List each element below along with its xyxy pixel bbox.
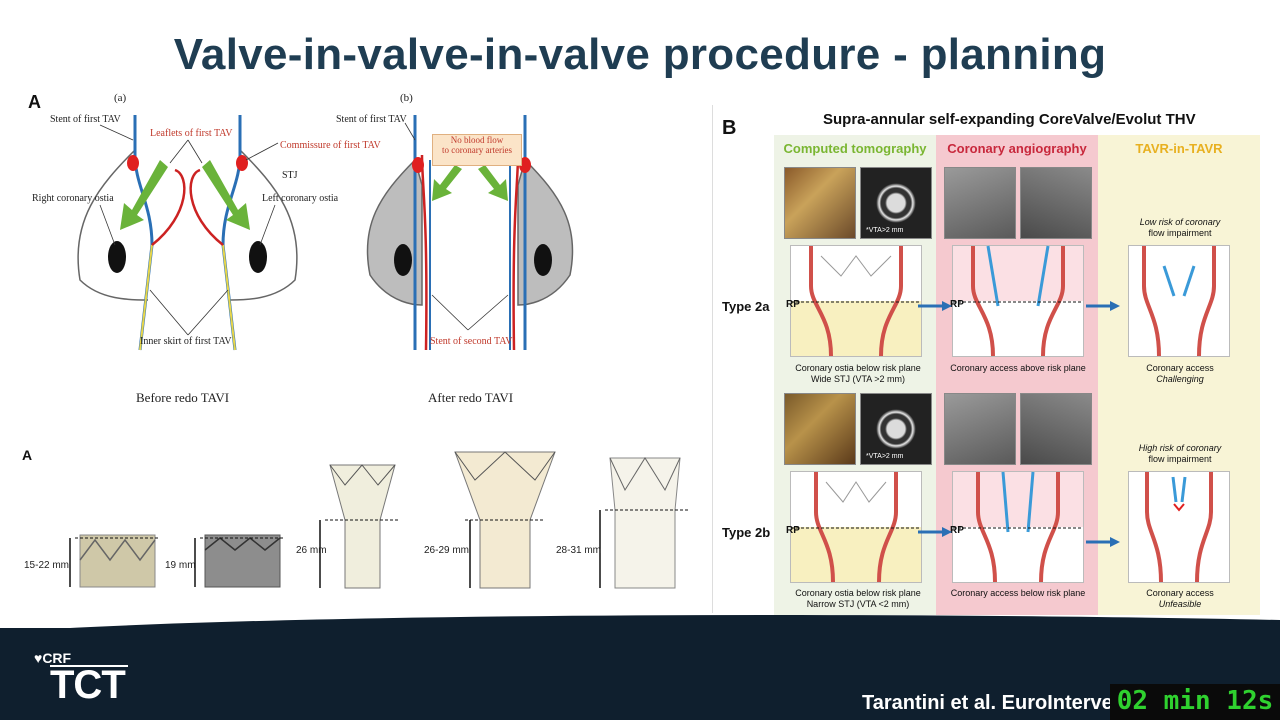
vta-label-2: *VTA>2 mm <box>866 453 904 460</box>
diagram-ca-type2a <box>952 245 1084 357</box>
angio-thumb-2b <box>1020 393 1092 465</box>
before-redo-diagram <box>77 115 298 351</box>
label-stent-first-tav: Stent of first TAV <box>50 114 121 125</box>
crf-logo: ♥CRF <box>34 650 71 666</box>
slide-title: Valve-in-valve-in-valve procedure - plan… <box>173 30 1107 79</box>
ct-axial-thumb-1 <box>860 167 932 239</box>
arrow-row1-a <box>918 301 952 311</box>
rp-label-2b: RP <box>950 525 964 536</box>
after-redo-diagram <box>366 115 574 351</box>
ct-caption-2a-1: Coronary ostia below risk plane <box>795 363 921 373</box>
risk-2a-1: Low risk of coronary <box>1139 217 1221 227</box>
tct-logo-divider <box>50 665 128 667</box>
caption-before-redo: Before redo TAVI <box>136 390 230 405</box>
citation: Tarantini et al. EuroIntervention <box>862 692 1112 714</box>
diagram-ct-type2b <box>790 471 922 583</box>
subfigure-b-label: (b) <box>400 92 413 104</box>
row-type-2a: Type 2a <box>722 299 770 314</box>
session-timer: 02 min 12s <box>1110 684 1280 720</box>
access-2a-2: Challenging <box>1156 374 1204 384</box>
footer-bar <box>0 628 1280 720</box>
ct-caption-2a-2: Wide STJ (VTA >2 mm) <box>810 374 906 384</box>
rp-label-2a: RP <box>786 525 800 536</box>
valve-size-1: 15-22 mm <box>24 560 70 571</box>
footer-wave <box>0 615 1280 632</box>
access-2b-1: Coronary access <box>1146 588 1214 598</box>
panel-a-bottom-letter: A <box>22 447 33 463</box>
risk-2b-1: High risk of coronary <box>1138 443 1222 453</box>
panel-divider <box>712 105 713 613</box>
ct-axial-thumb-2 <box>860 393 932 465</box>
valve-size-2: 19 mm <box>165 560 196 571</box>
angio-thumb-1a <box>944 167 1016 239</box>
crf-text: CRF <box>42 650 72 666</box>
label-left-coronary-ostia: Left coronary ostia <box>262 193 339 204</box>
panel-b-letter: B <box>722 117 737 139</box>
arrow-row2-b <box>1086 537 1120 547</box>
label-right-coronary-ostia: Right coronary ostia <box>32 193 114 204</box>
diagram-tavr-type2a <box>1128 245 1230 357</box>
valve-size-4: 26-29 mm <box>424 545 470 556</box>
risk-2b-2: flow impairment <box>1148 454 1212 464</box>
label-leaflets-first-tav: Leaflets of first TAV <box>150 128 233 139</box>
no-flow-line-1: No blood flow <box>450 135 504 145</box>
panel-b: B Supra-annular self-expanding CoreValve… <box>718 105 1274 615</box>
label-stent-first-tav-b: Stent of first TAV <box>336 114 407 125</box>
label-commissure-first-tav: Commissure of first TAV <box>280 140 381 151</box>
arrow-row2-a <box>918 527 952 537</box>
valve-size-5: 28-31 mm <box>556 545 602 556</box>
subfigure-a-label: (a) <box>114 92 127 104</box>
ct-caption-2b-1: Coronary ostia below risk plane <box>795 588 921 598</box>
diagram-tavr-type2b <box>1128 471 1230 583</box>
panel-b-title: Supra-annular self-expanding CoreValve/E… <box>823 111 1196 128</box>
label-stent-second-tav: Stent of second TAV <box>430 336 513 347</box>
ct-3d-thumb-2 <box>784 393 856 465</box>
access-2b-2: Unfeasible <box>1158 599 1202 609</box>
diagram-ct-type2a <box>790 245 922 357</box>
vta-label-1: *VTA>2 mm <box>866 227 904 234</box>
heart-icon: ♥ <box>34 650 43 666</box>
column-head-ca: Coronary angiography <box>947 141 1087 156</box>
risk-2a-2: flow impairment <box>1148 228 1212 238</box>
no-flow-box: No blood flow to coronary arteries <box>432 134 522 166</box>
ct-caption-2b-2: Narrow STJ (VTA <2 mm) <box>806 599 910 609</box>
panel-a-letter: A <box>28 92 41 112</box>
valve-sizes-figure <box>69 451 688 589</box>
angio-thumb-1b <box>1020 167 1092 239</box>
ca-caption-2a: Coronary access above risk plane <box>950 363 1086 373</box>
rp-label-1a: RP <box>786 299 800 310</box>
rp-label-1b: RP <box>950 299 964 310</box>
row-type-2b: Type 2b <box>722 525 771 540</box>
tct-logo: TCT <box>50 663 126 707</box>
arrow-row1-b <box>1086 301 1120 311</box>
label-inner-skirt: Inner skirt of first TAV <box>140 336 232 347</box>
angio-thumb-2a <box>944 393 1016 465</box>
label-stj: STJ <box>282 170 298 181</box>
caption-after-redo: After redo TAVI <box>428 390 514 405</box>
access-2a-1: Coronary access <box>1146 363 1214 373</box>
ct-3d-thumb-1 <box>784 167 856 239</box>
column-head-tavr: TAVR-in-TAVR <box>1135 141 1223 156</box>
diagram-ca-type2b <box>952 471 1084 583</box>
column-head-ct: Computed tomography <box>783 141 927 156</box>
ca-caption-2b: Coronary access below risk plane <box>950 588 1086 598</box>
valve-size-3: 26 mm <box>296 545 327 556</box>
no-flow-line-2: to coronary arteries <box>442 145 512 155</box>
